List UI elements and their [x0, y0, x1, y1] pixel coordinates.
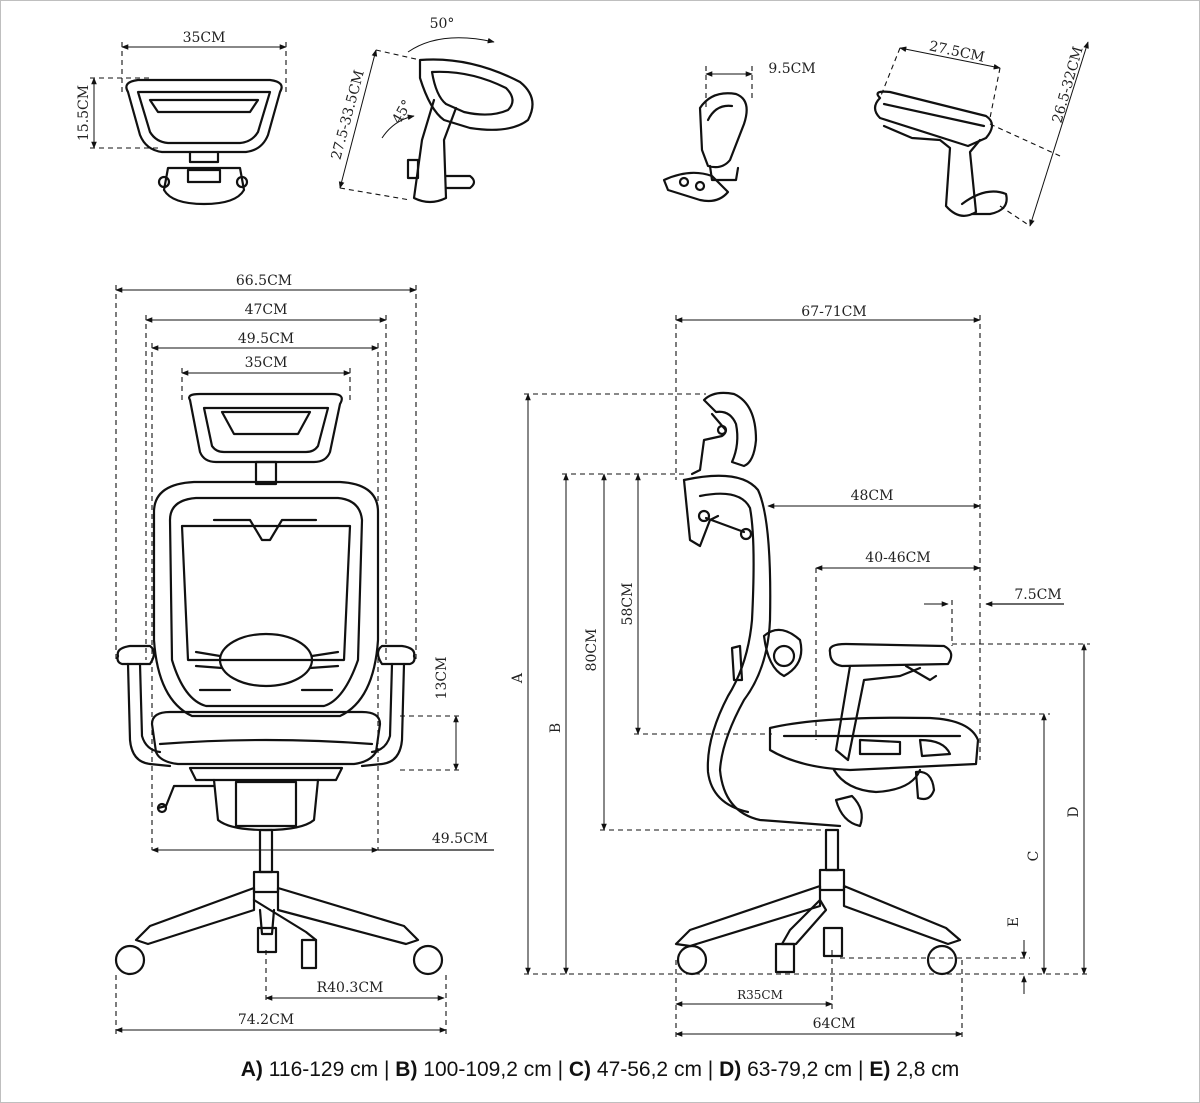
base-depth-label: 64CM: [813, 1016, 856, 1032]
headrest-height-label: 15.5CM: [76, 85, 92, 141]
spec-a-key: A): [240, 1058, 263, 1081]
seat-depth-label: 40-46CM: [865, 550, 930, 566]
headrest-tilt-label: 50°: [430, 16, 455, 32]
back-width-label: 49.5CM: [238, 331, 294, 347]
base-diameter-label: 74.2CM: [238, 1012, 294, 1028]
spec-c-key: C): [568, 1058, 592, 1081]
spec-b-value: 100-109,2 cm: [423, 1058, 552, 1081]
seat-to-back-label: 48CM: [851, 488, 894, 504]
armrest-perspective-detail: [873, 41, 1089, 227]
spec-separator: |: [858, 1058, 864, 1081]
armrest-height-range-label: 26.5-32CM: [1050, 45, 1087, 125]
label-e: E: [1006, 917, 1022, 927]
front-base-radius-label: R40.3CM: [317, 980, 384, 996]
headrest-pivot-label: 45°: [389, 97, 415, 127]
armrest-side-detail: [662, 66, 753, 203]
back-height-label: 58CM: [620, 583, 636, 626]
headrest-width-label: 35CM: [183, 30, 226, 46]
spec-d-key: D): [719, 1058, 742, 1081]
spec-summary: A) 116-129 cm | B) 100-109,2 cm | C) 47-…: [0, 1058, 1200, 1082]
side-base-radius-label: R35CM: [737, 988, 783, 1002]
armrest-adjust-vertical-label: 13CM: [434, 657, 450, 700]
spec-e-value: 2,8 cm: [896, 1058, 960, 1081]
overall-depth-label: 67-71CM: [801, 304, 866, 320]
back-total-label: 80CM: [584, 629, 600, 672]
headrest-height-range-label: 27.5-33.5CM: [328, 68, 367, 161]
spec-a-value: 116-129 cm: [268, 1058, 379, 1081]
label-a: A: [510, 672, 526, 684]
headrest-side-detail: [338, 37, 534, 204]
front-view-chair: [114, 392, 444, 976]
spec-separator: |: [383, 1058, 390, 1081]
armrest-length-label: 27.5CM: [928, 38, 986, 65]
front-headrest-width-label: 35CM: [245, 355, 288, 371]
spec-separator: |: [557, 1058, 564, 1081]
side-view-chair: [674, 391, 980, 976]
side-view-dimensions: [524, 315, 1090, 1040]
spec-c-value: 47-56,2 cm: [596, 1058, 702, 1081]
label-c: C: [1026, 851, 1042, 862]
label-b: B: [548, 723, 564, 733]
headrest-front-detail: [90, 42, 287, 206]
seat-width-label: 49.5CM: [432, 831, 488, 847]
spec-b-key: B): [395, 1058, 418, 1081]
armrest-adjust-label: 9.5CM: [768, 61, 815, 77]
spec-e-key: E): [869, 1058, 891, 1081]
armrest-span-label: 47CM: [245, 302, 288, 318]
seat-slide-label: 7.5CM: [1014, 587, 1061, 603]
label-d: D: [1066, 806, 1082, 817]
spec-d-value: 63-79,2 cm: [747, 1058, 853, 1081]
overall-width-label: 66.5CM: [236, 273, 292, 289]
spec-separator: |: [707, 1058, 714, 1081]
